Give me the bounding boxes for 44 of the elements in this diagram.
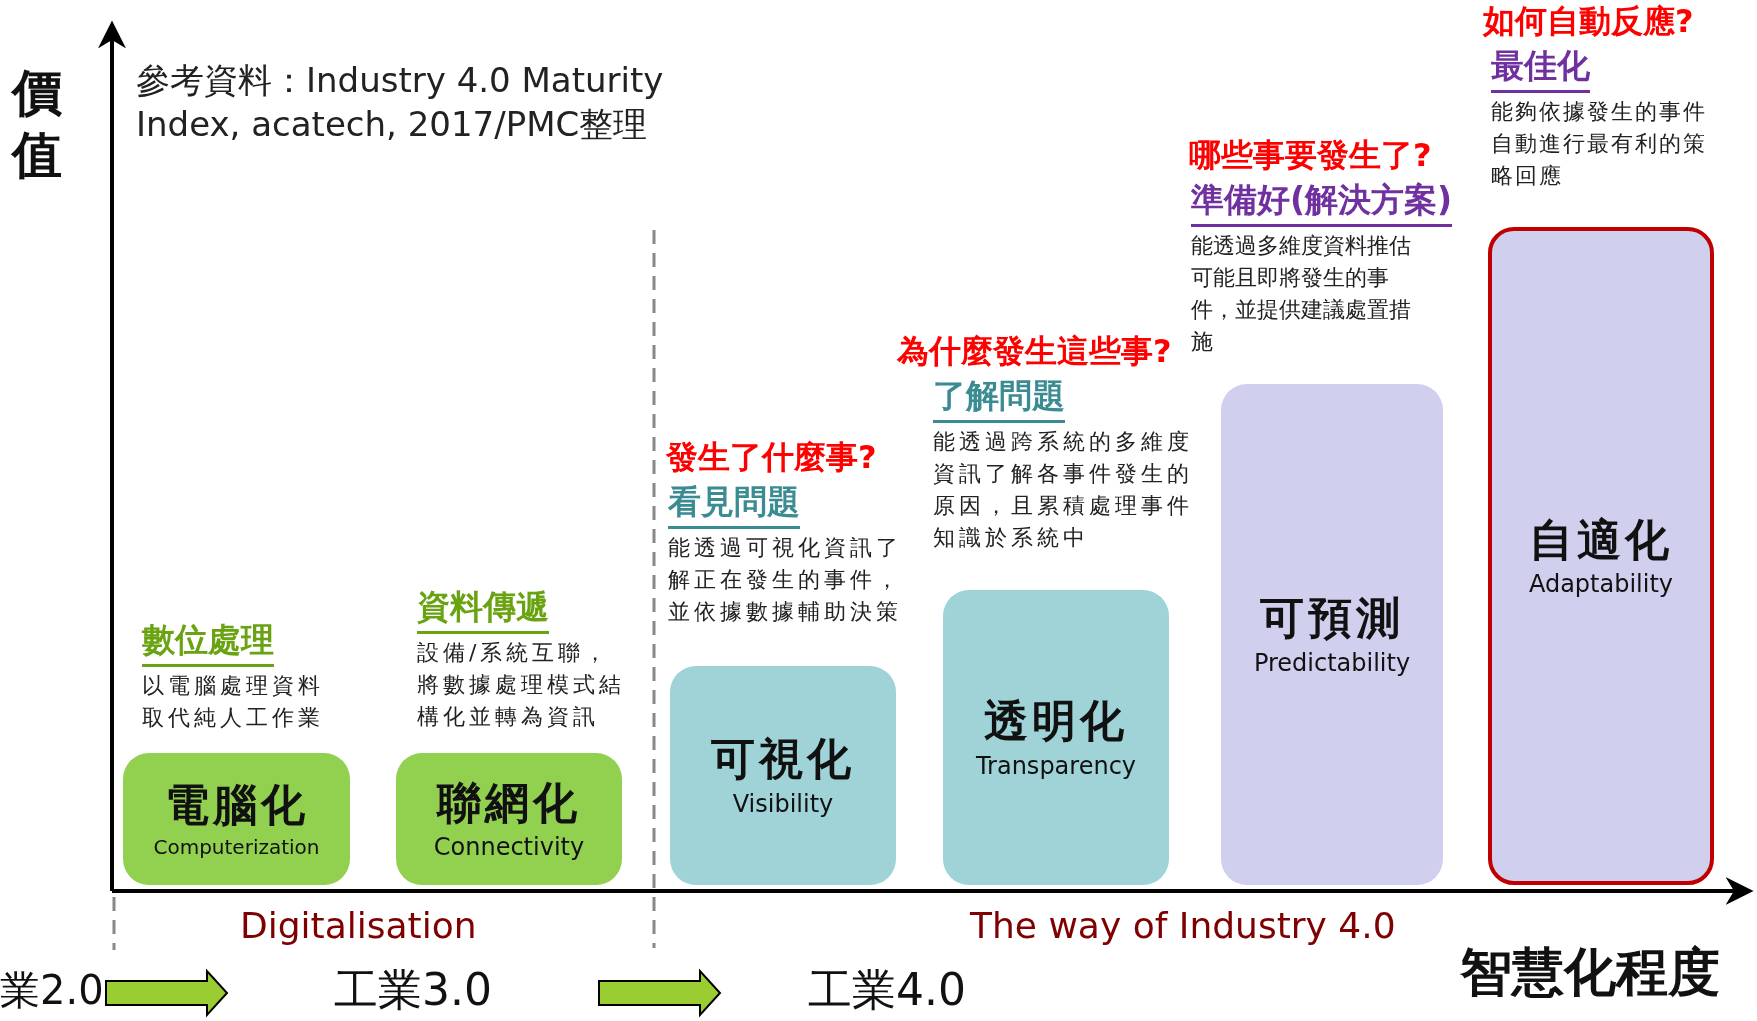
- era-label: 工業3.0: [227, 960, 599, 1021]
- phase-label: Digitalisation: [240, 905, 477, 946]
- phase-label: The way of Industry 4.0: [970, 905, 1396, 946]
- era-label: 工業4.0: [720, 960, 1060, 1021]
- stage-english-name: Transparency: [975, 751, 1137, 780]
- stage-description: 能夠依據發生的事件自動進行最有利的策略回應: [1491, 98, 1708, 190]
- stage-english-name: Adaptability: [1528, 570, 1674, 599]
- stage-box: [1488, 227, 1714, 885]
- stage-description: 能透過可視化資訊了解正在發生的事件，並依據數據輔助決策: [668, 534, 903, 626]
- stage-english-name: Visibility: [732, 789, 834, 818]
- question-text: 發生了什麼事?: [666, 437, 878, 478]
- stage-title: 準備好(解決方案): [1191, 178, 1453, 227]
- axis-title: 智慧化程度: [1460, 941, 1720, 1004]
- stage-title: 資料傳遞: [417, 585, 549, 634]
- stage-title: 最佳化: [1491, 44, 1590, 93]
- reference-note: 參考資料：Industry 4.0 Maturity Index, acatech, 2017/PMC整理: [136, 59, 665, 146]
- stage-name: 可預測: [1260, 592, 1404, 645]
- stage-title: 數位處理: [142, 618, 274, 667]
- block-arrow: [105, 968, 229, 1018]
- question-text: 哪些事要發生了?: [1189, 135, 1433, 176]
- stage-name: 透明化: [984, 695, 1128, 748]
- question-text: 為什麼發生這些事?: [897, 331, 1173, 372]
- stage-box: [670, 666, 896, 885]
- stage-name: 聯網化: [437, 776, 581, 830]
- stage-title: 了解問題: [933, 374, 1065, 423]
- era-label: 業2.0: [0, 960, 106, 1021]
- stage-name: 自適化: [1529, 513, 1673, 567]
- stage-box: [396, 753, 622, 885]
- question-text: 如何自動反應?: [1483, 1, 1695, 42]
- stage-english-name: Predictability: [1253, 648, 1411, 677]
- stage-box: [123, 753, 350, 885]
- block-arrow: [598, 968, 722, 1018]
- stage-name: 電腦化: [164, 778, 309, 832]
- stage-description: 能透過多維度資料推估可能且即將發生的事件，並提供建議處置措施: [1191, 232, 1412, 356]
- stage-title: 看見問題: [668, 480, 800, 529]
- stage-name: 可視化: [711, 733, 855, 786]
- stage-description: 能透過跨系統的多維度資訊了解各事件發生的原因，且累積處理事件知識於系統中: [933, 428, 1194, 552]
- stage-description: 設備/系統互聯，將數據處理模式結構化並轉為資訊: [417, 639, 626, 731]
- stage-box: [1221, 384, 1443, 885]
- stage-english-name: Connectivity: [433, 833, 585, 862]
- stage-box: [943, 590, 1169, 885]
- stage-english-name: Computerization: [153, 835, 320, 860]
- axis-title: 價值: [12, 63, 63, 186]
- stage-description: 以電腦處理資料取代純人工作業: [142, 672, 325, 732]
